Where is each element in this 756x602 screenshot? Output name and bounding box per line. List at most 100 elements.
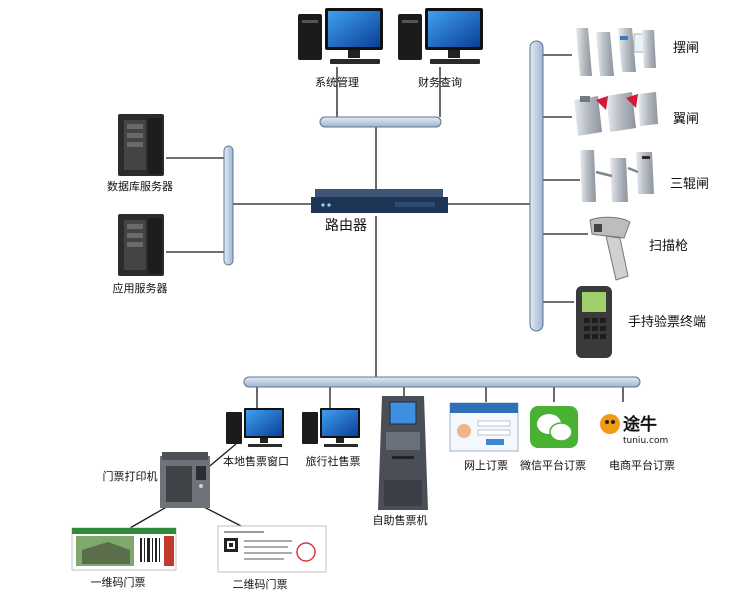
terminal-key xyxy=(600,334,606,339)
label-db-server: 数据库服务器 xyxy=(107,179,173,193)
right-bus xyxy=(529,40,544,332)
form-field xyxy=(477,429,511,436)
label-app-server: 应用服务器 xyxy=(113,281,168,295)
server-bay xyxy=(127,124,143,129)
left-bus xyxy=(223,145,234,266)
gate-led xyxy=(620,36,628,40)
scanner-icon xyxy=(589,216,631,281)
monitor-stand xyxy=(448,50,460,58)
pc-travel-agency xyxy=(302,408,360,447)
barcode-bar xyxy=(140,538,142,562)
keyboard xyxy=(330,59,380,64)
pc-tower xyxy=(398,14,422,60)
scanner-window xyxy=(594,224,602,232)
server-bay xyxy=(127,133,143,138)
wechat-icon xyxy=(530,406,578,448)
router-led xyxy=(327,203,331,207)
form-button xyxy=(486,439,504,445)
terminal-screen xyxy=(582,292,606,312)
printer-panel xyxy=(196,466,206,480)
kiosk-screen xyxy=(389,401,417,425)
monitor-screen xyxy=(428,11,480,47)
terminal-key xyxy=(584,318,590,323)
monitor-stand xyxy=(336,438,344,443)
label-online-booking: 网上订票 xyxy=(464,459,508,472)
tuniu-brand-cn: 途牛 xyxy=(623,414,657,435)
keyboard xyxy=(324,444,358,447)
barcode-ticket-icon xyxy=(71,527,177,571)
scanner-head xyxy=(589,216,631,239)
router-body xyxy=(311,197,448,213)
pc-finance-query xyxy=(398,8,483,64)
label-scanner: 扫描枪 xyxy=(649,238,688,254)
gate-post xyxy=(618,28,636,72)
user-avatar xyxy=(457,424,471,438)
label-ticket-printer: 门票打印机 xyxy=(103,469,158,483)
gate-post xyxy=(580,150,596,202)
barcode-bar xyxy=(159,538,160,562)
ticket-line xyxy=(244,546,288,548)
terminal-key xyxy=(592,326,598,331)
gate-arm xyxy=(627,166,639,174)
terminal-key xyxy=(592,334,598,339)
terminal-key xyxy=(592,318,598,323)
gate-post xyxy=(576,28,592,76)
terminal-key xyxy=(600,318,606,323)
ticket-line xyxy=(244,558,284,560)
monitor-screen xyxy=(328,11,380,47)
barcode-bar xyxy=(155,538,157,562)
barcode-bar xyxy=(152,538,153,562)
tuniu-brand-url: tuniu.com xyxy=(623,436,668,446)
gate-panel xyxy=(580,96,590,102)
label-wechat-booking: 微信平台订票 xyxy=(520,458,586,472)
kiosk-base xyxy=(384,480,422,506)
router-port-strip xyxy=(395,202,435,207)
qrcode-dot xyxy=(229,543,233,547)
buses xyxy=(223,40,641,388)
label-barcode-ticket: 一维码门票 xyxy=(91,575,146,589)
pc-tower xyxy=(298,14,322,60)
label-finance-query: 财务查询 xyxy=(418,75,462,89)
ticket-header xyxy=(72,528,176,534)
gate-arm xyxy=(595,170,613,178)
gate-wing xyxy=(596,96,608,110)
ticket-printer-icon xyxy=(160,452,210,508)
wing-gate-icon xyxy=(574,92,658,136)
qrcode-ticket-icon xyxy=(217,525,327,573)
label-wing-gate: 翼闸 xyxy=(673,112,699,127)
label-system-admin: 系统管理 xyxy=(315,75,359,89)
terminal-key xyxy=(584,326,590,331)
pc-local-window xyxy=(226,408,284,447)
pc-system-admin xyxy=(298,8,383,64)
app-server-icon xyxy=(118,214,164,276)
ticket-photo-building xyxy=(82,542,130,564)
ticket-line xyxy=(244,552,292,554)
monitor-stand xyxy=(260,438,268,443)
gate-post xyxy=(642,30,656,68)
label-travel-agency: 旅行社售票 xyxy=(306,454,361,468)
server-side xyxy=(148,218,162,274)
gate-led xyxy=(642,156,650,159)
pc-tower xyxy=(226,412,242,444)
gate-post xyxy=(610,158,628,202)
gate-wing xyxy=(626,94,638,108)
kiosk-panel xyxy=(386,432,420,450)
pc-tower xyxy=(302,412,318,444)
router-top xyxy=(315,189,443,197)
gate-body xyxy=(638,92,658,126)
terminal-key xyxy=(584,334,590,339)
bottom-bus xyxy=(243,376,641,388)
link-local-printer xyxy=(204,443,237,471)
link-printer-barcode xyxy=(129,504,171,529)
top-bus xyxy=(319,116,442,128)
tuniu-mascot-eye xyxy=(605,420,609,424)
router-led xyxy=(321,203,325,207)
label-swing-gate: 摆闸 xyxy=(673,41,699,56)
keyboard xyxy=(248,444,282,447)
wechat-bubble xyxy=(549,422,573,442)
link-printer-qrcode xyxy=(199,504,246,529)
monitor-screen xyxy=(322,410,358,436)
label-qrcode-ticket: 二维码门票 xyxy=(233,577,288,591)
label-self-service: 自助售票机 xyxy=(373,513,428,527)
